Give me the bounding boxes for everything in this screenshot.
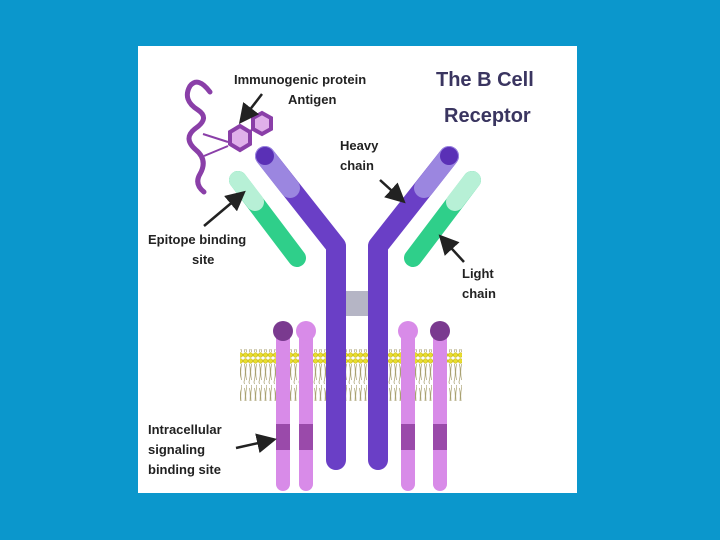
epitope-label-line1: Epitope binding: [148, 232, 246, 247]
antigen-arrow: [238, 93, 263, 124]
cell-membrane: [240, 349, 462, 401]
signaling-chain-1: [273, 321, 293, 491]
heavy-chain-left: [255, 146, 346, 470]
heavy-chain-arrow: [379, 179, 406, 204]
signaling-chain-4: [430, 321, 450, 491]
heavy-chain-right: [368, 146, 459, 470]
epitope-label-line2: site: [192, 252, 214, 267]
antigen-label-line1: Immunogenic protein: [234, 72, 366, 87]
antigen-label-line2: Antigen: [288, 92, 336, 107]
heavy-chain-label-line2: chain: [340, 158, 374, 173]
antigen-protein: [184, 79, 273, 195]
figure-title-line1: The B Cell: [436, 69, 534, 91]
light-chain-arrow: [438, 234, 465, 263]
signaling-chain-3: [398, 321, 418, 491]
light-chain-left: [229, 171, 306, 267]
intracellular-label-line1: Intracellular: [148, 422, 222, 437]
signaling-chain-2: [296, 321, 316, 491]
figure-title-line2: Receptor: [444, 105, 531, 127]
light-chain-label-line2: chain: [462, 286, 496, 301]
heavy-chain-label-line1: Heavy: [340, 138, 379, 153]
intracellular-arrow: [235, 433, 277, 454]
bcell-receptor-diagram: The B Cell Receptor: [148, 69, 534, 491]
intracellular-label-line2: signaling: [148, 442, 205, 457]
epitope-arrow: [203, 190, 246, 227]
light-chain-label-line1: Light: [462, 266, 494, 281]
intracellular-label-line3: binding site: [148, 462, 221, 477]
light-chain-right: [404, 171, 481, 267]
bcell-receptor-figure: The B Cell Receptor: [138, 46, 577, 493]
